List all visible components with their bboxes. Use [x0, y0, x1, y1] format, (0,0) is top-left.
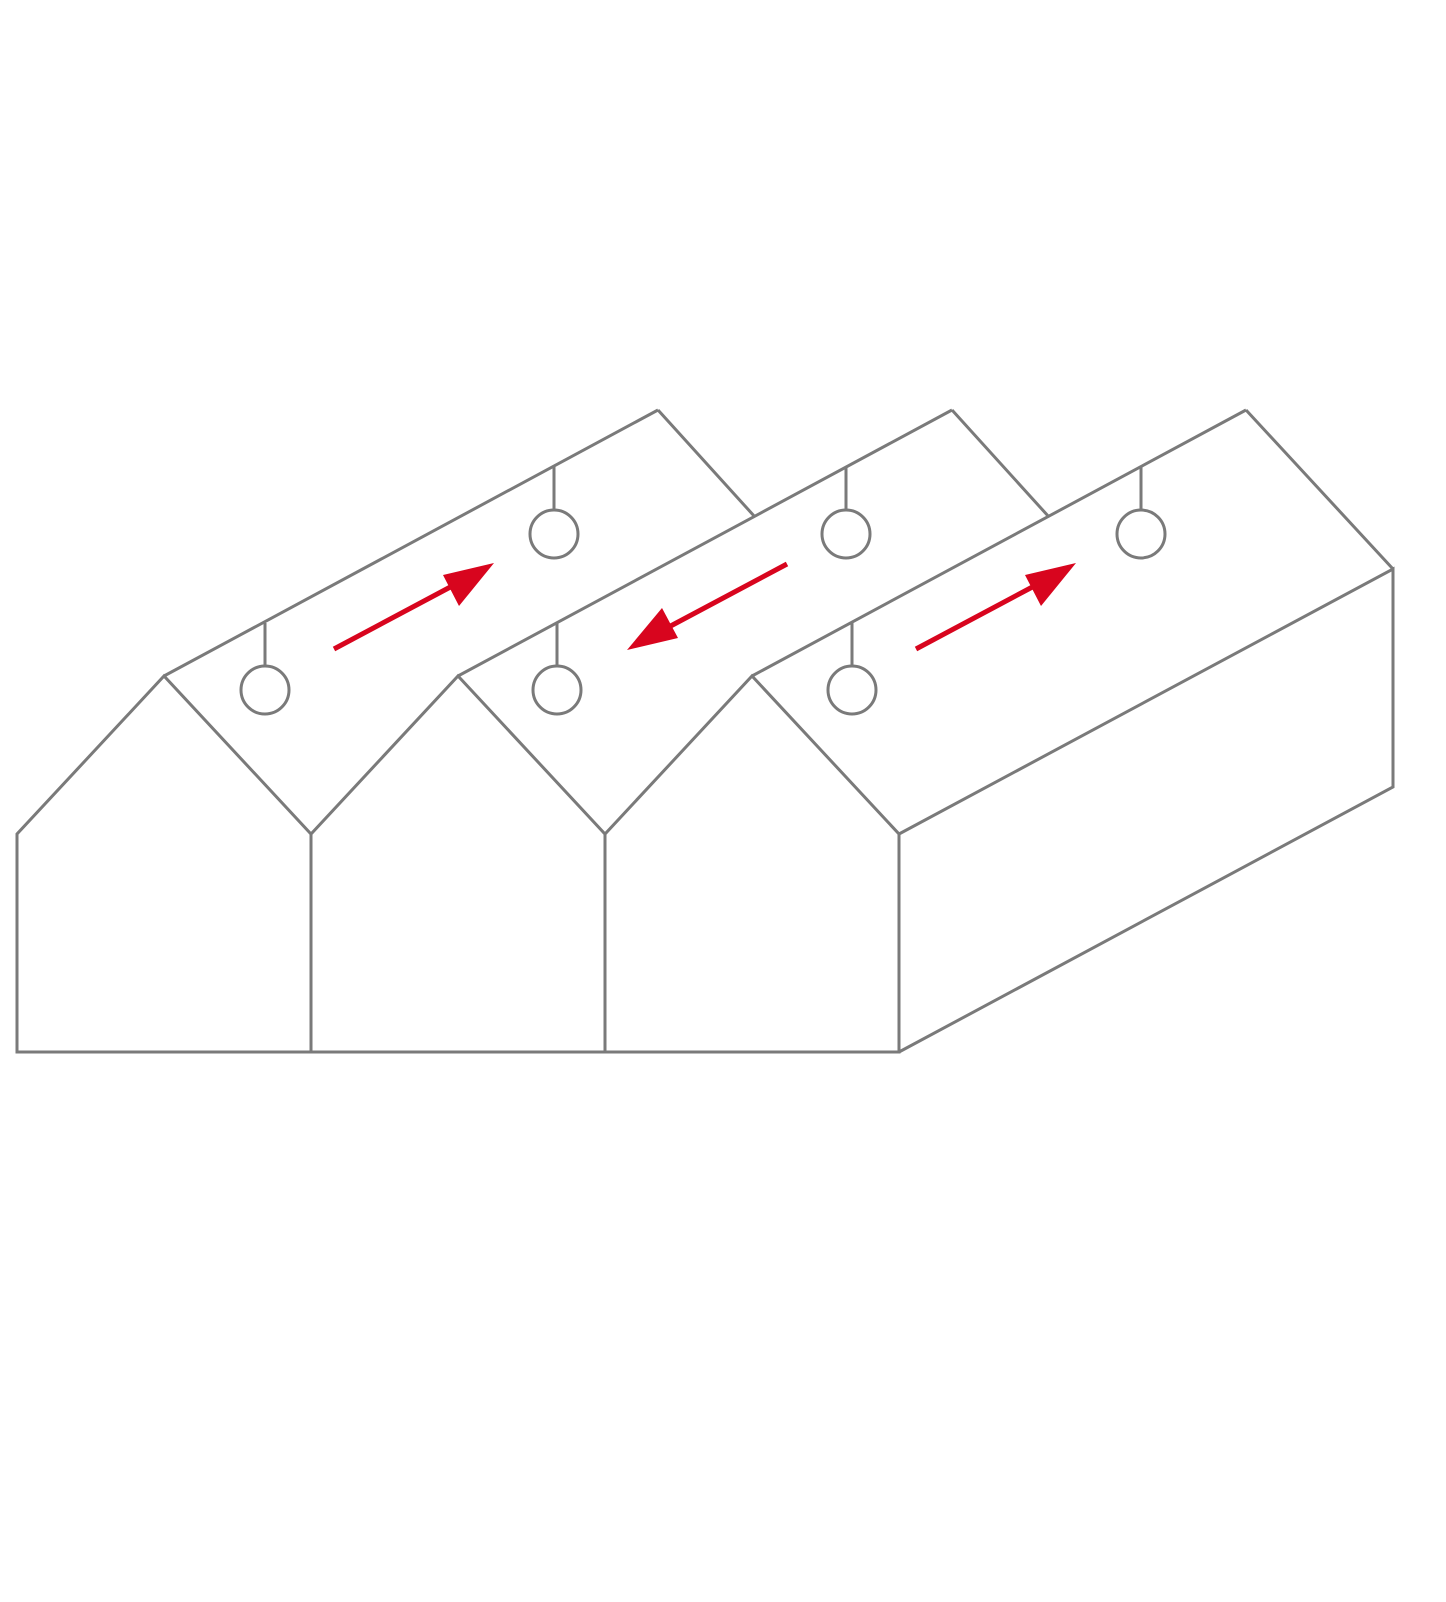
pendant-lamp-icon — [528, 467, 580, 560]
ridge-1 — [163, 408, 659, 678]
front-facade — [15, 673, 901, 1054]
building-outline — [15, 408, 1395, 1054]
arrow-icon-back-3 — [914, 563, 1076, 652]
lamps — [239, 467, 1167, 716]
ridge-2 — [457, 408, 953, 678]
side-wall — [898, 566, 1395, 1054]
pendant-lamp-icon — [1115, 467, 1167, 560]
arrow-icon-back-1 — [332, 563, 494, 652]
pendant-lamp-icon — [239, 623, 291, 716]
pendant-lamp-icon — [820, 467, 872, 560]
flow-arrows — [332, 561, 1076, 652]
back-slope-2 — [950, 408, 1051, 519]
back-slope-1 — [656, 408, 757, 519]
pendant-lamp-icon — [531, 623, 583, 716]
ridge-3 — [751, 408, 1247, 678]
pendant-lamp-icon — [826, 623, 878, 716]
back-slope-3 — [1244, 408, 1395, 571]
arrow-icon-front-2 — [627, 561, 789, 650]
